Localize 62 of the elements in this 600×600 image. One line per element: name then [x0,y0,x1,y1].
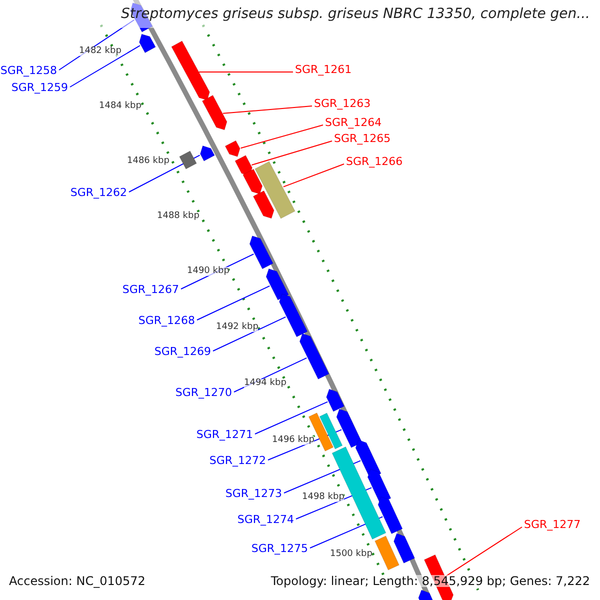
gene-label: SGR_1268 [138,315,195,326]
gene-symbol [224,140,240,157]
scale-label: 1500 kbp [330,550,372,559]
gene-symbol [200,146,215,162]
scale-label: 1496 kbp [272,436,314,445]
gene-symbol [336,408,362,448]
gene-symbol [249,236,274,270]
leader-line [128,154,200,192]
gene-label: SGR_1262 [70,187,127,198]
scale-label: 1488 kbp [157,212,200,221]
gene-symbol [202,95,228,130]
gene-label: SGR_1266 [346,156,403,167]
gene-label: SGR_1271 [196,429,253,440]
gene-symbol [367,468,392,504]
gene-symbol [234,155,252,176]
scale-label: 1490 kbp [187,267,230,276]
footer-text: Topology: linear; Length: 8,545,929 bp; Genes: 7,222 [270,575,590,587]
leader-line [251,140,332,166]
gene-symbol [279,294,308,338]
gene-label: SGR_1270 [175,387,232,398]
footer-text: Accession: NC_010572 [9,575,146,587]
gene-symbol [266,268,289,300]
gene-label: SGR_1273 [225,488,282,499]
gene-label: SGR_1275 [251,543,308,554]
leader-line [282,164,344,188]
leader-line [212,316,286,352]
gene-label: SGR_1261 [295,64,352,75]
leader-line [196,285,270,320]
gene-label: SGR_1272 [209,455,266,466]
scale-label: 1482 kbp [79,47,122,56]
leader-line [445,526,522,577]
title: Streptomyces griseus subsp. griseus NBRC 13350, complete gen... [121,7,590,21]
gene-bar [254,161,296,219]
gene-label: SGR_1267 [122,284,179,295]
gene-symbol [242,168,263,194]
gene-symbol [139,34,156,54]
scale-label: 1484 kbp [99,102,142,111]
scale-label: 1486 kbp [127,157,170,166]
gene-bar [319,412,343,450]
gene-bar [179,150,197,170]
scale-label: 1498 kbp [302,493,344,502]
scale-label: 1494 kbp [244,379,286,388]
leader-line [70,45,140,88]
gene-label: SGR_1265 [334,133,391,144]
gene-label: SGR_1274 [237,514,294,525]
gene-symbol [299,333,330,380]
leader-line [254,401,328,434]
gene-label: SGR_1259 [11,82,68,93]
gene-bar [374,536,400,570]
gene-label: SGR_1258 [0,65,57,76]
gene-label: SGR_1264 [325,117,382,128]
gene-symbol [394,533,415,564]
gene-symbol [253,190,274,219]
gene-symbol [378,496,403,534]
leader-line [222,106,312,114]
gene-symbol [326,388,344,412]
scale-label: 1492 kbp [216,323,258,332]
leader-line [240,124,324,149]
gene-symbol [171,40,210,100]
gene-label: SGR_1269 [154,346,211,357]
gene-label: SGR_1263 [314,98,371,109]
gene-label: SGR_1277 [524,519,581,530]
